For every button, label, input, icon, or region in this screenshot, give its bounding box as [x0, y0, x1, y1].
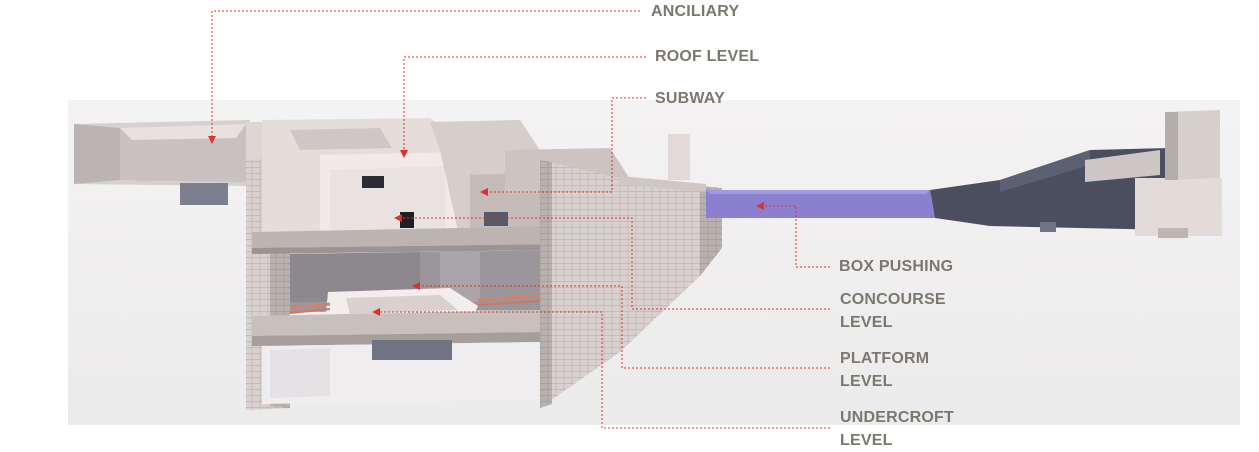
roof-level-structure	[262, 118, 628, 242]
arrowhead-anciliary	[208, 136, 216, 144]
box-pushing-volume	[706, 190, 935, 218]
label-concourse-level: CONCOURSE LEVEL	[840, 291, 946, 331]
label-undercroft-level: UNDERCROFT LEVEL	[840, 409, 954, 449]
arrowhead-box-pushing	[756, 202, 764, 210]
leader-platform	[418, 285, 830, 369]
label-platform-level: PLATFORM LEVEL	[840, 350, 930, 390]
concourse-slab	[252, 226, 560, 254]
arrowhead-subway	[480, 188, 488, 196]
leader-lines	[211, 10, 830, 429]
label-subway: SUBWAY	[655, 90, 725, 107]
undercroft	[262, 340, 540, 404]
arrowhead-roof-level	[400, 150, 408, 158]
leader-box-pushing	[762, 205, 830, 268]
leader-roof-level	[403, 56, 646, 152]
leader-anciliary	[211, 10, 640, 138]
arrowhead-platform	[412, 282, 420, 290]
leader-subway	[486, 97, 646, 193]
platform-slab	[252, 310, 540, 346]
leader-undercroft	[378, 311, 830, 429]
east-structure	[930, 110, 1222, 238]
label-anciliary: ANCILIARY	[651, 3, 740, 20]
label-roof-level: ROOF LEVEL	[655, 48, 760, 65]
leader-concourse	[400, 217, 830, 310]
arrowhead-undercroft	[372, 308, 380, 316]
leader-arrowheads	[208, 136, 764, 316]
label-box-pushing: BOX PUSHING	[839, 258, 954, 275]
arrowhead-concourse	[394, 214, 402, 222]
